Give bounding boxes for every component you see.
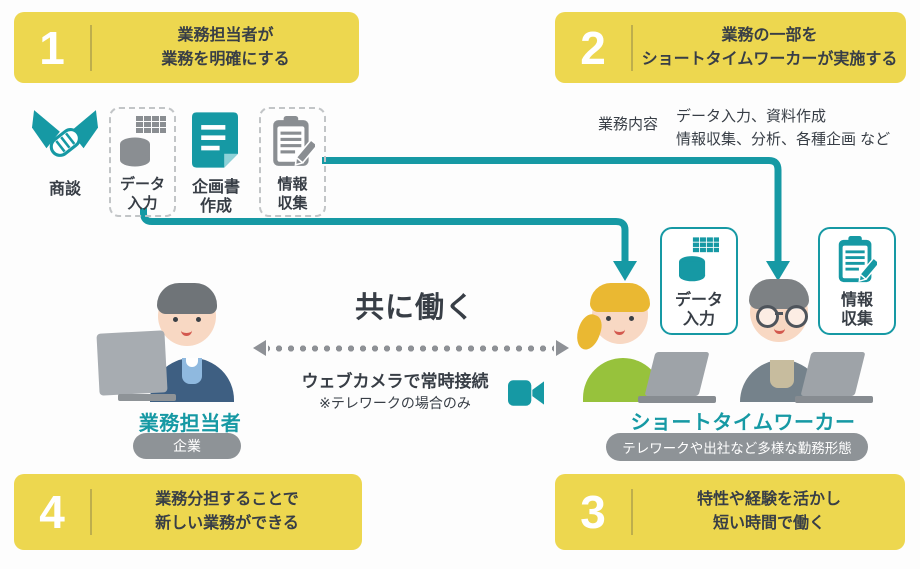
short-time-worker-name: ショートタイムワーカー bbox=[630, 412, 856, 434]
work-content-label: 業務内容 bbox=[598, 116, 659, 133]
divider bbox=[631, 489, 633, 535]
ponytail bbox=[572, 311, 606, 353]
dotted-double-arrow bbox=[253, 340, 569, 356]
step-text: 特性や経験を活かし 短い時間で働く bbox=[633, 488, 905, 536]
document-icon bbox=[192, 112, 238, 173]
step-number: 1 bbox=[39, 21, 65, 74]
task-box-data-entry: データ 入力 bbox=[109, 107, 176, 217]
eye bbox=[629, 316, 634, 321]
task-label-line1: 情報 bbox=[277, 176, 308, 193]
flow-arrowhead-data bbox=[613, 261, 637, 281]
arrowhead-left-icon bbox=[253, 340, 266, 356]
laptop bbox=[644, 352, 710, 396]
work-content-line1: データ入力、資料作成 bbox=[676, 108, 827, 125]
step-number: 4 bbox=[39, 486, 65, 538]
eye bbox=[173, 317, 178, 322]
step-text-line2: 新しい業務ができる bbox=[155, 515, 299, 532]
hair bbox=[749, 279, 809, 309]
worker-task-box-data-entry: データ 入力 bbox=[660, 227, 738, 335]
handshake-icon bbox=[32, 110, 98, 175]
head bbox=[749, 279, 809, 342]
task-label-line1: データ bbox=[119, 176, 165, 193]
step-banner-3: 3 特性や経験を活かし 短い時間で働く bbox=[555, 474, 905, 550]
divider bbox=[90, 24, 92, 71]
clipboard-pencil-icon bbox=[837, 236, 880, 289]
step-banner-2: 2 業務の一部を ショートタイムワーカーが実施する bbox=[555, 12, 906, 83]
divider bbox=[631, 24, 633, 71]
business-staff-name: 業務担当者 bbox=[138, 413, 242, 435]
head bbox=[157, 283, 217, 346]
mouth bbox=[614, 326, 625, 335]
step-text: 業務の一部を ショートタイムワーカーが実施する bbox=[633, 24, 906, 72]
work-content-line2: 情報収集、分析、各種企画 など bbox=[676, 131, 891, 149]
webcam-note-sub: ※テレワークの場合のみ bbox=[319, 395, 471, 411]
database-icon bbox=[119, 116, 166, 173]
laptop bbox=[800, 352, 866, 396]
work-content-body: データ入力、資料作成 情報収集、分析、各種企画 など bbox=[676, 105, 890, 152]
step-text: 業務担当者が 業務を明確にする bbox=[92, 24, 359, 72]
flow-arrowhead-info bbox=[766, 261, 790, 281]
step-text-line2: ショートタイムワーカーが実施する bbox=[641, 50, 898, 68]
step-number: 3 bbox=[580, 486, 606, 538]
step-text: 業務分担することで 新しい業務ができる bbox=[92, 488, 362, 536]
task-label-line2: 入力 bbox=[127, 194, 158, 212]
step-text-line1: 業務担当者が bbox=[177, 26, 274, 44]
step-text-line2: 短い時間で働く bbox=[712, 515, 825, 532]
task-label-shodan: 商談 bbox=[48, 181, 81, 198]
worker-task-box-info: 情報 収集 bbox=[818, 227, 896, 335]
worker-task-label: データ 入力 bbox=[675, 291, 723, 329]
company-badge: 企業 bbox=[133, 433, 241, 459]
task-label-line2: 入力 bbox=[682, 311, 715, 329]
step-text-line2: 業務を明確にする bbox=[161, 50, 290, 68]
task-label-line2: 収集 bbox=[840, 311, 873, 329]
clipboard-pencil-icon bbox=[271, 116, 318, 173]
arrowhead-right-icon bbox=[556, 340, 569, 356]
short-time-worker-2-figure bbox=[740, 279, 880, 403]
database-icon bbox=[679, 236, 719, 289]
task-box-info: 情報 収集 bbox=[259, 107, 326, 217]
eye bbox=[196, 317, 201, 322]
video-camera-icon bbox=[508, 377, 544, 414]
mouth bbox=[774, 325, 785, 334]
task-label-data-entry: データ 入力 bbox=[120, 176, 165, 214]
short-time-worker-1-figure bbox=[572, 283, 718, 404]
divider bbox=[90, 489, 92, 535]
laptop-base bbox=[795, 396, 873, 403]
task-label-info: 情報 収集 bbox=[277, 176, 307, 214]
step-text-line1: 特性や経験を活かし bbox=[696, 491, 841, 508]
hair bbox=[157, 283, 217, 314]
task-label-line1: 企画書 bbox=[191, 179, 240, 196]
workstyle-badge: テレワークや出社など多様な勤務形態 bbox=[606, 433, 868, 461]
collar bbox=[186, 358, 198, 367]
glasses-icon bbox=[756, 305, 779, 328]
head bbox=[572, 283, 650, 353]
hair bbox=[590, 283, 650, 312]
step-text-line1: 業務分担することで bbox=[155, 491, 299, 508]
collaboration-headline: 共に働く bbox=[354, 292, 475, 324]
desktop-monitor bbox=[96, 330, 168, 396]
mouth bbox=[181, 327, 192, 336]
laptop-base bbox=[638, 396, 716, 403]
business-staff-figure bbox=[95, 282, 235, 402]
task-label-line1: データ bbox=[674, 292, 723, 309]
webcam-note: ウェブカメラで常時接続 bbox=[301, 372, 489, 391]
eye bbox=[606, 316, 611, 321]
inner-shirt bbox=[770, 360, 794, 388]
task-label-line2: 作成 bbox=[199, 198, 232, 216]
step-banner-4: 4 業務分担することで 新しい業務ができる bbox=[14, 474, 362, 550]
task-label-line2: 収集 bbox=[277, 194, 308, 212]
worker-task-label: 情報 収集 bbox=[841, 291, 873, 329]
step-number: 2 bbox=[580, 21, 606, 74]
task-label-line1: 情報 bbox=[840, 292, 873, 309]
monitor-base bbox=[118, 394, 176, 401]
glasses-icon bbox=[785, 305, 808, 328]
dotted-line bbox=[268, 344, 554, 352]
step-text-line1: 業務の一部を bbox=[721, 26, 818, 44]
step-banner-1: 1 業務担当者が 業務を明確にする bbox=[14, 12, 359, 83]
task-label-planning: 企画書 作成 bbox=[178, 178, 254, 216]
glasses-bridge bbox=[775, 312, 783, 315]
